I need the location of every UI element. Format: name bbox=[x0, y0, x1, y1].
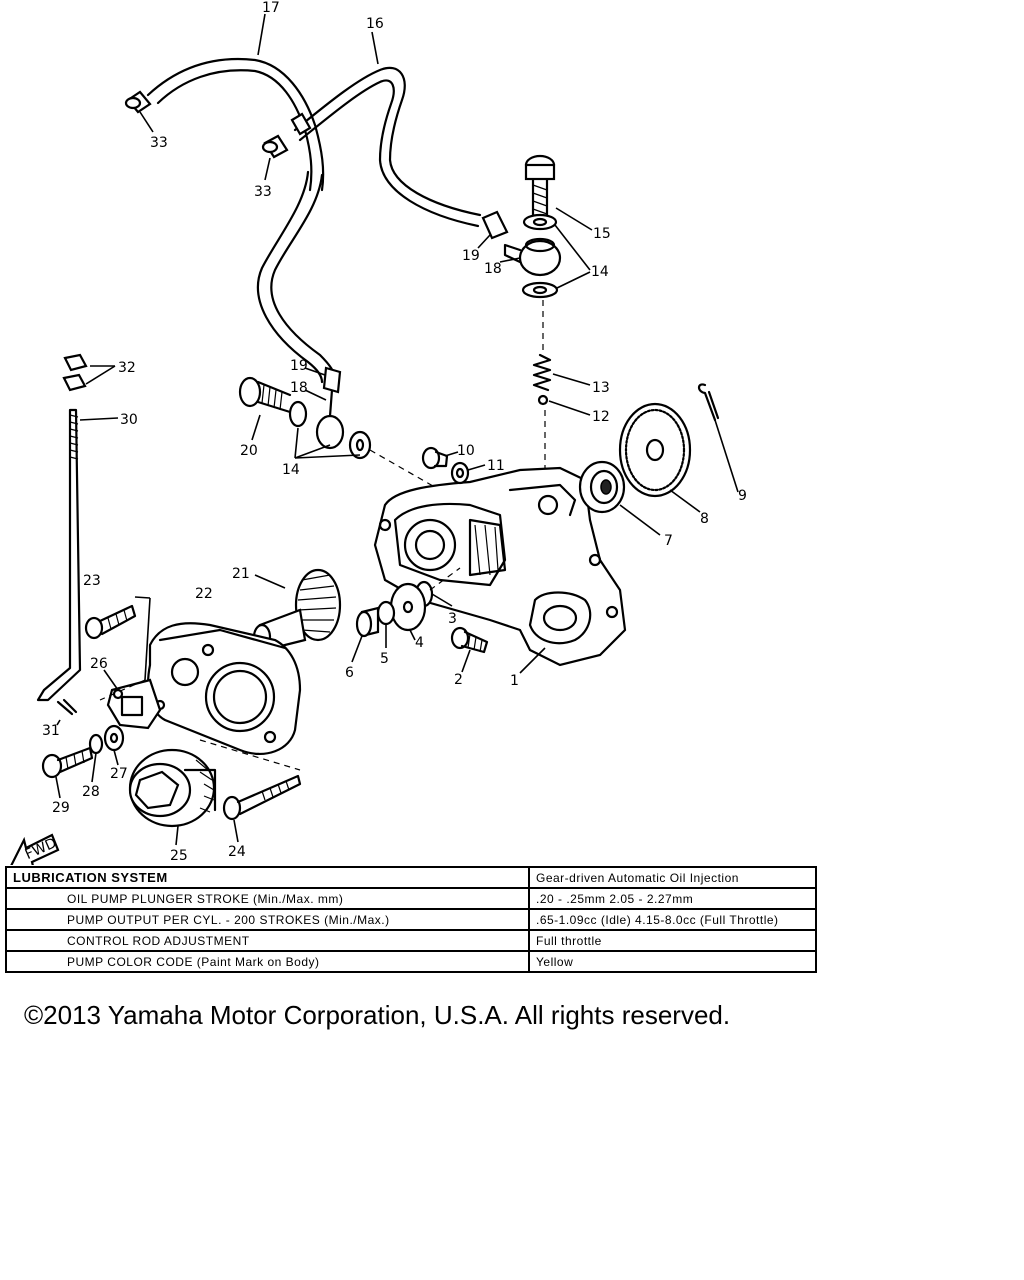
hose-clamp-19-upper bbox=[481, 210, 509, 240]
callout-14-b: 14 bbox=[282, 462, 300, 478]
callout-31: 31 bbox=[42, 723, 60, 739]
washer-28 bbox=[88, 733, 104, 755]
spec-param: PUMP OUTPUT PER CYL. - 200 STROKES (Min.… bbox=[5, 908, 530, 931]
table-row: OIL PUMP PLUNGER STROKE (Min./Max. mm) .… bbox=[5, 887, 817, 910]
spec-value: Yellow bbox=[528, 950, 817, 973]
oil-hose-17 bbox=[146, 58, 325, 192]
oil-hose-16 bbox=[256, 66, 482, 384]
leader-lines bbox=[55, 13, 739, 846]
banjo-fitting-18-upper bbox=[503, 237, 562, 277]
callout-4: 4 bbox=[415, 635, 424, 651]
banjo-bolt-20 bbox=[238, 376, 292, 414]
washer-27 bbox=[103, 724, 125, 752]
screw-23 bbox=[84, 604, 137, 640]
callout-30: 30 bbox=[120, 412, 138, 428]
callout-6: 6 bbox=[345, 665, 354, 681]
callout-33-a: 33 bbox=[150, 135, 168, 151]
collar-6 bbox=[355, 606, 380, 638]
callout-2: 2 bbox=[454, 672, 463, 688]
callout-33-b: 33 bbox=[254, 184, 272, 200]
exploded-parts-diagram: FWD bbox=[10, 0, 747, 865]
banjo-bolt-15 bbox=[524, 154, 556, 217]
callout-10: 10 bbox=[457, 443, 475, 459]
spec-param: OIL PUMP PLUNGER STROKE (Min./Max. mm) bbox=[5, 887, 530, 910]
callout-21: 21 bbox=[232, 566, 250, 582]
table-row: PUMP COLOR CODE (Paint Mark on Body) Yel… bbox=[5, 950, 817, 973]
washer-14-lower bbox=[521, 281, 559, 299]
table-title: LUBRICATION SYSTEM bbox=[5, 866, 530, 889]
spec-value: .20 - .25mm 2.05 - 2.27mm bbox=[528, 887, 817, 910]
callout-9: 9 bbox=[738, 488, 747, 504]
plug-cover-25 bbox=[128, 748, 217, 828]
spacer-5 bbox=[376, 600, 396, 626]
callout-8: 8 bbox=[700, 511, 709, 527]
callout-labels: 17 16 33 33 15 19 18 14 13 12 32 30 19 1… bbox=[42, 0, 747, 864]
callout-29: 29 bbox=[52, 800, 70, 816]
washer-14-left-a bbox=[288, 400, 308, 428]
spring-13 bbox=[532, 353, 552, 392]
callout-1: 1 bbox=[510, 673, 519, 689]
washer-14-left-b bbox=[348, 430, 372, 460]
callout-27: 27 bbox=[110, 766, 128, 782]
long-screw-24 bbox=[222, 774, 302, 821]
banjo-fitting-18-left bbox=[315, 388, 345, 450]
callout-16: 16 bbox=[366, 16, 384, 32]
spec-param: PUMP COLOR CODE (Paint Mark on Body) bbox=[5, 950, 530, 973]
callout-3: 3 bbox=[448, 611, 457, 627]
callout-18-a: 18 bbox=[484, 261, 502, 277]
spec-param: CONTROL ROD ADJUSTMENT bbox=[5, 929, 530, 952]
hose-clamp-19-left bbox=[322, 366, 342, 394]
callout-13: 13 bbox=[592, 380, 610, 396]
callout-19-a: 19 bbox=[462, 248, 480, 264]
callout-14-a: 14 bbox=[591, 264, 609, 280]
control-rod-30 bbox=[36, 408, 82, 702]
table-title-value: Gear-driven Automatic Oil Injection bbox=[528, 866, 817, 889]
callout-11: 11 bbox=[487, 458, 505, 474]
callout-23: 23 bbox=[83, 573, 101, 589]
ball-12 bbox=[537, 394, 549, 406]
screw-10 bbox=[421, 446, 449, 470]
copyright-notice: ©2013 Yamaha Motor Corporation, U.S.A. A… bbox=[24, 1000, 731, 1030]
lubrication-spec-table-wrap: LUBRICATION SYSTEM Gear-driven Automatic… bbox=[5, 866, 817, 973]
washer-14-upper bbox=[522, 213, 558, 231]
callout-5: 5 bbox=[380, 651, 389, 667]
callout-12: 12 bbox=[592, 409, 610, 425]
fwd-arrow-icon bbox=[10, 833, 60, 865]
washer-11 bbox=[450, 461, 470, 485]
hose-clamp-33-mid bbox=[290, 112, 312, 136]
spec-value: Full throttle bbox=[528, 929, 817, 952]
callout-15: 15 bbox=[593, 226, 611, 242]
adjust-plate-26 bbox=[106, 678, 162, 730]
callout-17: 17 bbox=[262, 0, 280, 16]
oil-pump-body-1 bbox=[373, 466, 627, 667]
lock-nut-32-upper bbox=[63, 353, 88, 372]
callout-19-b: 19 bbox=[290, 358, 308, 374]
callout-22: 22 bbox=[195, 586, 213, 602]
screw-29 bbox=[41, 746, 94, 779]
table-header-row: LUBRICATION SYSTEM Gear-driven Automatic… bbox=[5, 866, 817, 889]
callout-32: 32 bbox=[118, 360, 136, 376]
pump-drive-gear-8 bbox=[618, 402, 692, 498]
hose-clamp-33-upper bbox=[124, 90, 152, 114]
spec-value: .65-1.09cc (Idle) 4.15-8.0cc (Full Throt… bbox=[528, 908, 817, 931]
lubrication-spec-table: LUBRICATION SYSTEM Gear-driven Automatic… bbox=[5, 866, 817, 973]
table-row: PUMP OUTPUT PER CYL. - 200 STROKES (Min.… bbox=[5, 908, 817, 931]
cam-plate-4 bbox=[389, 582, 427, 632]
table-row: CONTROL ROD ADJUSTMENT Full throttle bbox=[5, 929, 817, 952]
callout-26: 26 bbox=[90, 656, 108, 672]
link-clip-31 bbox=[56, 698, 78, 716]
callout-25: 25 bbox=[170, 848, 188, 864]
oil-seal-7 bbox=[578, 460, 626, 514]
hose-clamp-33-lower bbox=[261, 134, 289, 159]
screw-2 bbox=[450, 626, 489, 654]
callout-18-b: 18 bbox=[290, 380, 308, 396]
callout-20: 20 bbox=[240, 443, 258, 459]
cotter-pin-9 bbox=[697, 383, 720, 422]
pump-cover-22 bbox=[147, 622, 302, 755]
lock-nut-32-lower bbox=[62, 373, 87, 392]
callout-7: 7 bbox=[664, 533, 673, 549]
callout-28: 28 bbox=[82, 784, 100, 800]
callout-24: 24 bbox=[228, 844, 246, 860]
